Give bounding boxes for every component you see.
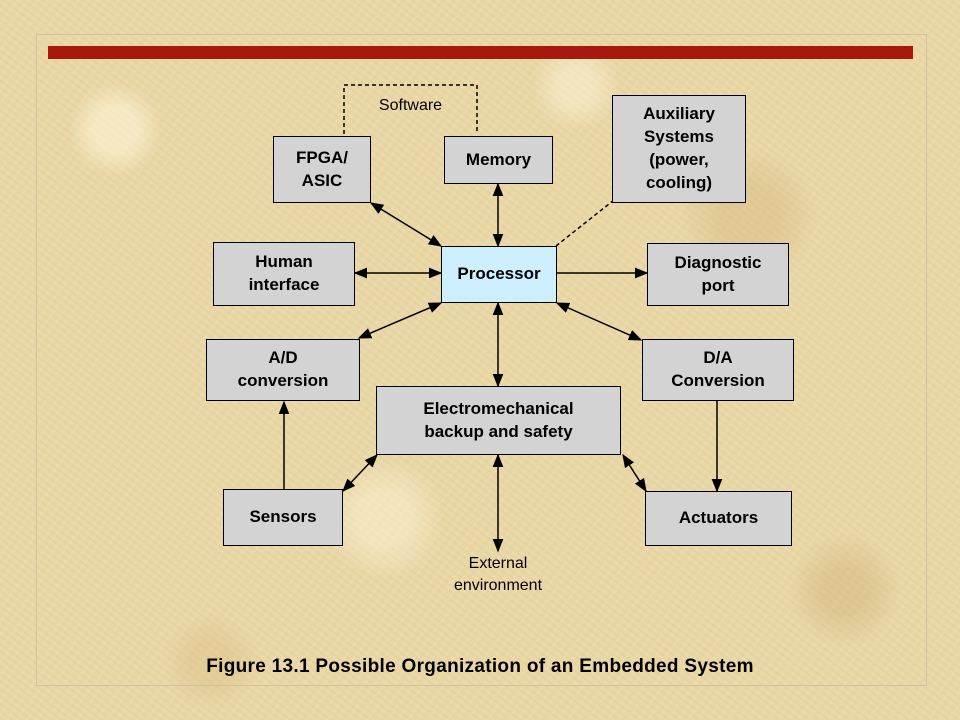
auxiliary-systems-node: Auxiliary Systems (power, cooling) xyxy=(612,95,746,203)
actuators-node: Actuators xyxy=(645,491,792,546)
electromechanical-actuators-arrow xyxy=(622,453,647,493)
processor-da-arrow xyxy=(555,302,643,341)
memory-node: Memory xyxy=(444,136,553,184)
processor-node: Processor xyxy=(441,246,557,303)
external-environment-label: External environment xyxy=(453,555,543,594)
ad-processor-arrow xyxy=(357,302,443,339)
ad-conversion-node: A/D conversion xyxy=(206,339,360,401)
electromechanical-sensors-arrow xyxy=(342,454,378,492)
software-node: Software xyxy=(378,97,443,115)
slide-frame xyxy=(36,34,927,686)
figure-caption: Figure 13.1 Possible Organization of an … xyxy=(206,656,754,677)
human-interface-node: Human interface xyxy=(213,242,355,306)
title-accent-bar xyxy=(48,46,913,59)
da-conversion-node: D/A Conversion xyxy=(642,339,794,401)
electromechanical-backup-node: Electromechanical backup and safety xyxy=(376,386,621,455)
software-dashed-outline xyxy=(343,84,478,134)
fpga-processor-arrow xyxy=(369,202,443,247)
fpga-asic-node: FPGA/ ASIC xyxy=(273,136,371,203)
diagnostic-port-node: Diagnostic port xyxy=(647,243,789,306)
auxiliary-dashed-link xyxy=(555,199,615,247)
sensors-node: Sensors xyxy=(223,489,343,546)
